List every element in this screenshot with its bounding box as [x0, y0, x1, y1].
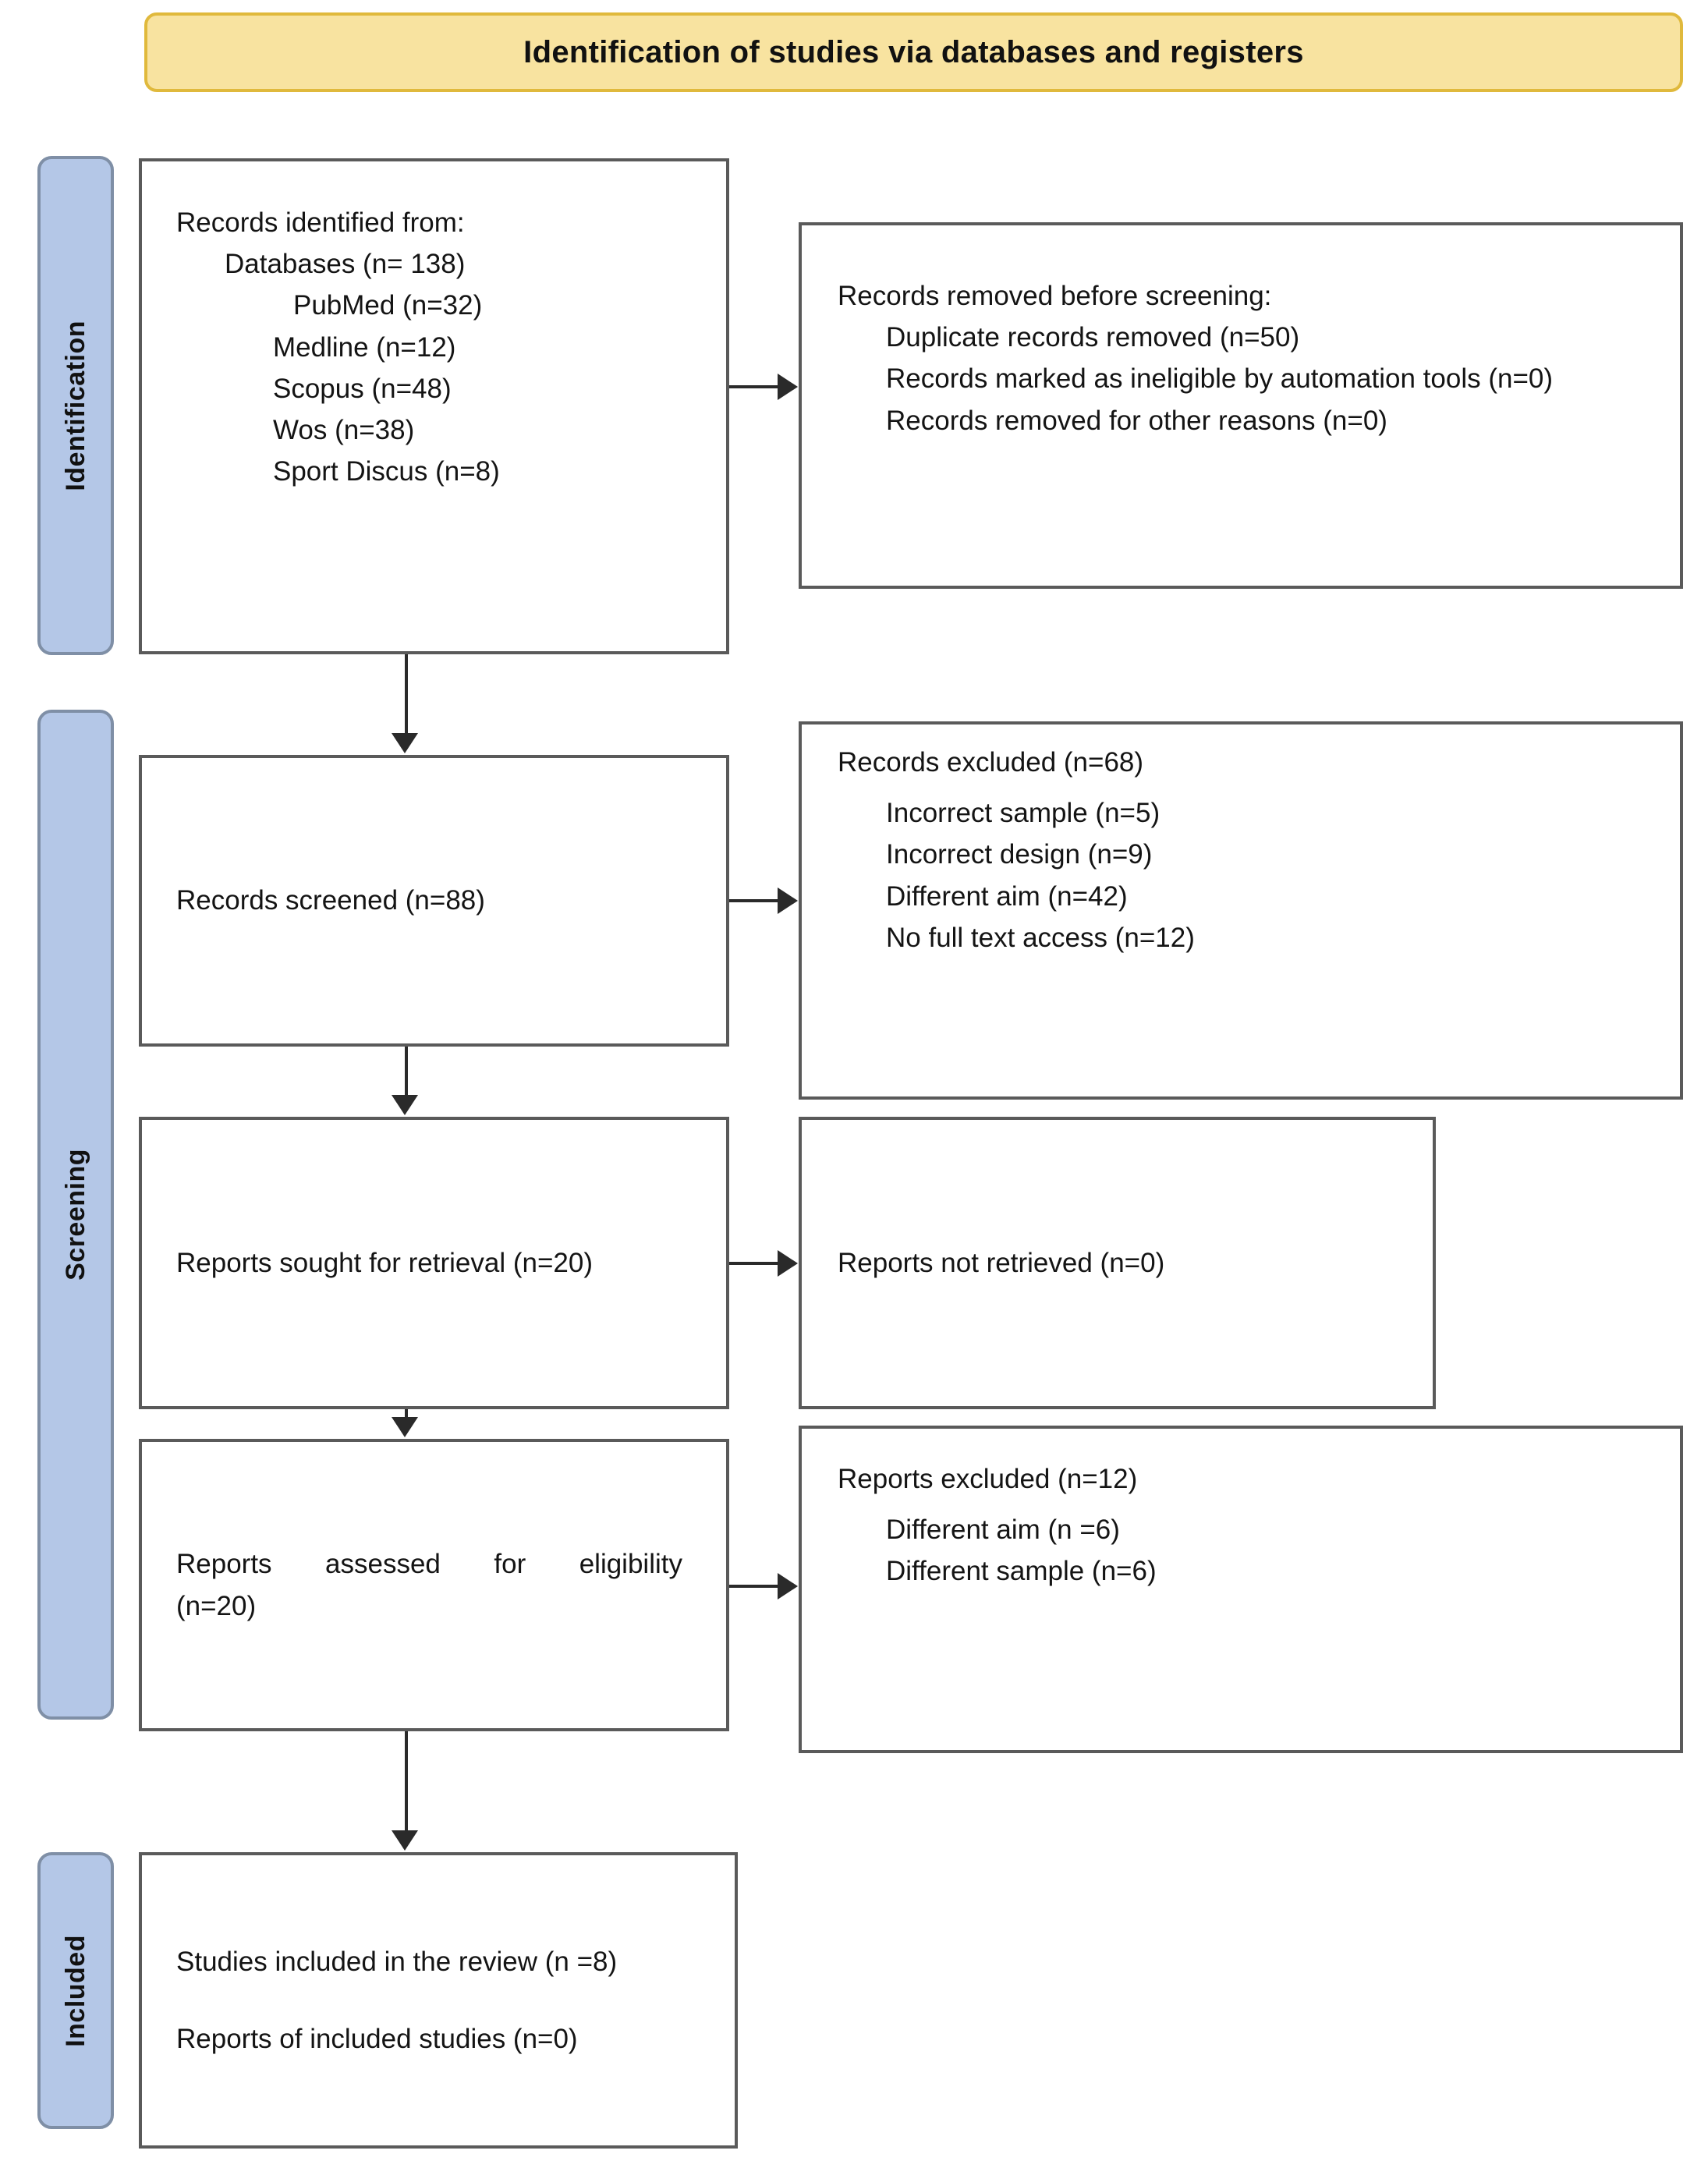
- reports-not-retrieved-text: Reports not retrieved (n=0): [838, 1247, 1165, 1278]
- records-identified-source: PubMed (n=32): [293, 290, 483, 321]
- box-reports-not-retrieved: Reports not retrieved (n=0): [799, 1117, 1436, 1409]
- records-excluded-item: Different aim (n=42): [886, 880, 1128, 912]
- connector-identified-to-removed: [729, 385, 779, 388]
- records-removed-item: Records removed for other reasons (n=0): [886, 405, 1387, 436]
- records-identified-heading: Records identified from:: [176, 207, 465, 238]
- arrowhead-down-icon: [392, 1830, 418, 1851]
- reports-assessed-line2: (n=20): [176, 1590, 257, 1621]
- arrowhead-right-icon: [778, 887, 798, 914]
- reports-assessed-line1: Reports assessed for eligibility: [176, 1543, 682, 1585]
- connector-sought-to-assessed: [405, 1409, 408, 1419]
- reports-assessed-word: assessed: [325, 1549, 441, 1580]
- records-identified-databases-total: Databases (n= 138): [225, 249, 466, 280]
- stage-label-screening-text: Screening: [60, 1149, 90, 1281]
- reports-sought-text: Reports sought for retrieval (n=20): [176, 1247, 594, 1278]
- records-identified-source: Wos (n=38): [273, 414, 415, 445]
- reports-excluded-item: Different aim (n =6): [886, 1514, 1120, 1546]
- arrowhead-down-icon: [392, 1095, 418, 1115]
- stage-label-included: Included: [37, 1852, 114, 2129]
- arrowhead-right-icon: [778, 1573, 798, 1599]
- reports-excluded-item: Different sample (n=6): [886, 1556, 1157, 1587]
- arrowhead-down-icon: [392, 733, 418, 753]
- reports-excluded-heading: Reports excluded (n=12): [838, 1464, 1138, 1494]
- box-records-screened: Records screened (n=88): [139, 755, 729, 1047]
- stage-label-identification-text: Identification: [60, 320, 90, 491]
- records-identified-source: Medline (n=12): [273, 331, 456, 363]
- box-records-excluded: Records excluded (n=68) Incorrect sample…: [799, 721, 1683, 1100]
- stage-label-included-text: Included: [60, 1934, 90, 2047]
- connector-identified-to-screened: [405, 654, 408, 735]
- connector-assessed-to-included: [405, 1731, 408, 1832]
- box-reports-excluded: Reports excluded (n=12) Different aim (n…: [799, 1426, 1683, 1753]
- arrowhead-right-icon: [778, 374, 798, 400]
- box-records-identified: Records identified from: Databases (n= 1…: [139, 158, 729, 654]
- connector-sought-to-not-retrieved: [729, 1262, 779, 1265]
- records-excluded-item: Incorrect design (n=9): [886, 839, 1153, 870]
- reports-assessed-word: eligibility: [579, 1549, 682, 1580]
- studies-included-line2: Reports of included studies (n=0): [176, 2024, 578, 2054]
- connector-assessed-to-reports-excluded: [729, 1585, 779, 1588]
- records-removed-item: Duplicate records removed (n=50): [886, 322, 1300, 353]
- studies-included-line1: Studies included in the review (n =8): [176, 1946, 618, 1977]
- arrowhead-down-icon: [392, 1417, 418, 1437]
- reports-assessed-word: for: [494, 1549, 526, 1580]
- connector-screened-to-excluded: [729, 899, 779, 902]
- box-records-removed-before-screening: Records removed before screening: Duplic…: [799, 222, 1683, 589]
- records-removed-item: Records marked as ineligible by automati…: [886, 363, 1554, 395]
- records-excluded-item: Incorrect sample (n=5): [886, 798, 1161, 829]
- diagram-title: Identification of studies via databases …: [523, 34, 1304, 69]
- records-identified-source: Sport Discus (n=8): [273, 456, 500, 487]
- box-studies-included: Studies included in the review (n =8) Re…: [139, 1852, 738, 2149]
- stage-label-identification: Identification: [37, 156, 114, 655]
- records-identified-source: Scopus (n=48): [273, 373, 452, 404]
- records-screened-text: Records screened (n=88): [176, 885, 485, 916]
- connector-screened-to-sought: [405, 1047, 408, 1096]
- records-removed-heading: Records removed before screening:: [838, 281, 1272, 311]
- box-reports-sought-for-retrieval: Reports sought for retrieval (n=20): [139, 1117, 729, 1409]
- stage-label-screening: Screening: [37, 710, 114, 1720]
- box-reports-assessed-for-eligibility: Reports assessed for eligibility (n=20): [139, 1439, 729, 1731]
- records-excluded-item: No full text access (n=12): [886, 922, 1195, 953]
- records-excluded-heading: Records excluded (n=68): [838, 747, 1144, 778]
- diagram-header-banner: Identification of studies via databases …: [144, 12, 1683, 92]
- reports-assessed-word: Reports: [176, 1549, 272, 1580]
- arrowhead-right-icon: [778, 1250, 798, 1277]
